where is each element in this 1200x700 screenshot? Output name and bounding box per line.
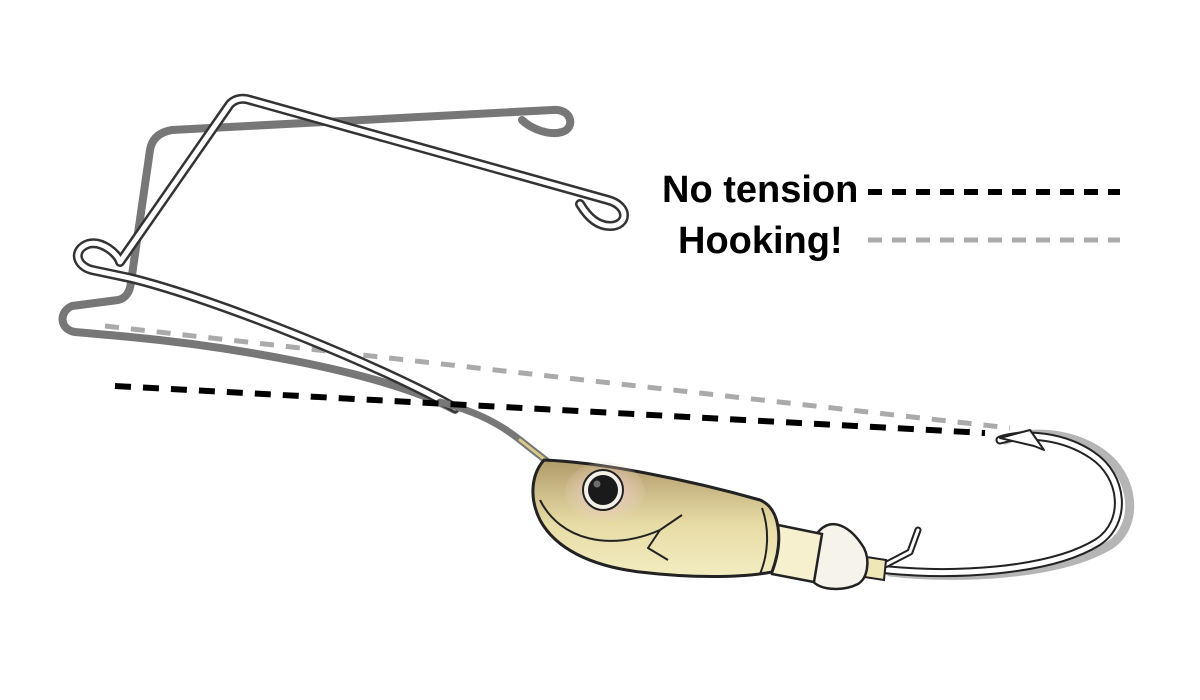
legend-hooking-label: Hooking!	[678, 220, 843, 262]
body-fin-contour	[647, 529, 669, 561]
body-segment-line	[759, 507, 769, 575]
legend-no-tension-label: No tension	[662, 169, 858, 211]
eye	[588, 475, 618, 505]
body-fin-line	[539, 499, 683, 542]
hook-barb	[999, 429, 1045, 451]
no-tension-reference-line	[114, 383, 986, 436]
resting-wire-arm	[58, 105, 575, 414]
hooking-reference-line	[104, 323, 1011, 431]
eye-glint	[593, 480, 601, 488]
jig-head-body	[531, 458, 781, 578]
flexed-wire-arm	[75, 96, 627, 411]
hook	[867, 433, 1121, 575]
flexed-wire-arm-outline	[73, 93, 629, 413]
line-tie	[436, 398, 552, 466]
